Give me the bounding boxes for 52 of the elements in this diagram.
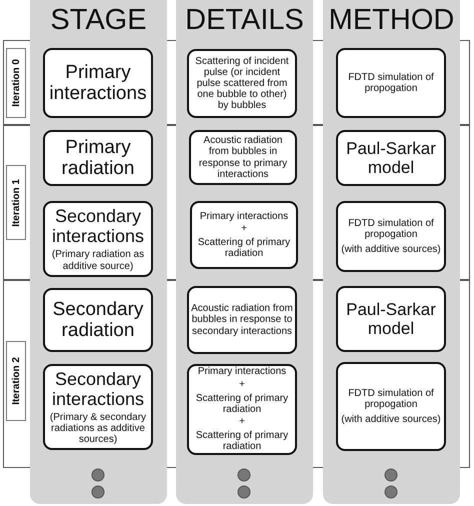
box-text: Primary interactions [48,62,148,104]
box-text: Primary interactions [200,210,288,222]
column-heading: METHOD [328,3,456,38]
box-note: Scattering of primary radiation [196,237,292,260]
method-box [336,48,446,118]
stage-box [43,364,153,450]
box-text: Secondary radiation [52,298,144,342]
box-text: Primary interactions [198,366,286,378]
method-box [336,286,446,352]
box-text: Secondary interactions [50,368,146,409]
box-note: + [239,416,245,428]
method-box [336,362,446,451]
details-box [187,49,297,118]
box-text: Secondary interactions [50,206,146,246]
iteration-label: Iteration 1 [10,178,22,226]
column-heading: DETAILS [184,3,305,38]
iteration-label: Iteration 2 [10,357,22,405]
box-note: (Primary & secondary radiations as additive sources) [48,412,148,446]
method-box [336,130,446,186]
box-note: (with additive sources) [341,414,441,425]
column-heading: STAGE [49,3,148,38]
stage-box [43,201,153,277]
box-note: Scattering of primary radiation [194,430,290,453]
box-text: Paul-Sarkar model [345,300,437,338]
box-text: FDTD simulation of propogation [347,72,435,94]
box-text: Primary radiation [60,136,136,180]
iteration-tag [6,48,26,118]
box-text: Scattering of incident pulse (or incident pulse scattered from one bubble to other) by bubbles [194,56,290,112]
box-note: + [239,378,245,390]
stage-box [43,130,153,186]
box-note: + [241,222,247,234]
stage-box [43,288,153,352]
box-text: Paul-Sarkar model [345,138,437,178]
method-box [336,201,446,272]
box-text: FDTD simulation of propogation [347,218,435,241]
box-text: Acoustic radiation from bubbles in response to secondary interactions [191,303,293,337]
details-box [187,364,297,455]
box-text: Acoustic radiation from bubbles in response to primary interactions [198,135,288,180]
iteration-tag [6,341,26,421]
details-box [190,201,298,269]
stage-box [43,48,153,118]
details-box [189,130,297,185]
column-band [323,0,460,504]
box-note: (Primary radiation as additive source) [50,249,146,272]
column-band [176,0,313,504]
details-box [187,286,297,354]
iteration-tag [6,165,26,240]
iteration-label: Iteration 0 [10,59,22,107]
box-note: Scattering of primary radiation [194,392,290,416]
column-band [30,0,167,504]
box-note: (with additive sources) [341,244,441,255]
box-text: FDTD simulation of propogation [347,388,435,411]
